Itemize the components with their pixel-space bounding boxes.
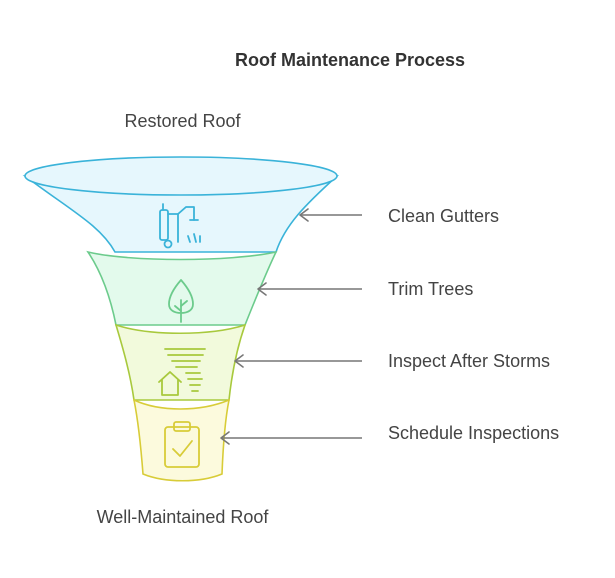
funnel-stage-clean-gutters [22, 156, 340, 253]
clipboard-check-icon [164, 421, 200, 468]
funnel-stage-inspect-after-storms [114, 323, 247, 401]
funnel-stage-trim-trees [86, 250, 278, 326]
funnel-top-label: Restored Roof [124, 111, 241, 131]
funnel-rim [24, 156, 338, 196]
funnel-segment [132, 398, 231, 482]
stage-label-trim-trees: Trim Trees [388, 279, 474, 299]
funnel-segment [22, 175, 340, 253]
arrow-schedule-inspections [220, 431, 362, 445]
stage-label-clean-gutters: Clean Gutters [388, 206, 500, 226]
stage-label-schedule-inspections: Schedule Inspections [388, 423, 560, 443]
tree-icon [168, 279, 194, 323]
gutter-cleaning-icon [159, 203, 201, 249]
funnel-segment [86, 250, 278, 326]
funnel-segment [114, 323, 247, 401]
stage-label-inspect-after-storms: Inspect After Storms [388, 351, 551, 371]
funnel-bottom-label: Well-Maintained Roof [96, 507, 269, 527]
arrow-inspect-after-storms [234, 354, 362, 368]
storm-house-icon [158, 348, 206, 396]
arrow-clean-gutters [299, 208, 362, 222]
arrow-trim-trees [257, 282, 362, 296]
funnel-stage-schedule-inspections [132, 398, 231, 482]
diagram-title: Roof Maintenance Process [234, 50, 466, 70]
